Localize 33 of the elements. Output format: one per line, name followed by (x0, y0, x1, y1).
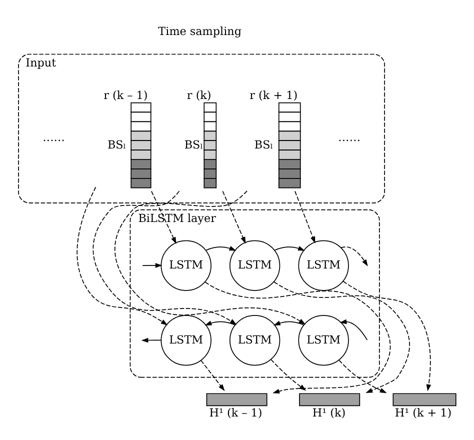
node-label: r (k + 1) (250, 88, 298, 102)
node-label: H¹ (k) (312, 406, 346, 419)
arrow (273, 320, 304, 325)
arrow (222, 190, 246, 244)
node-label: BSₗ (254, 138, 273, 151)
node-label: r (k – 1) (104, 88, 148, 102)
node-label: BSₗ (184, 138, 203, 151)
node-label: H¹ (k – 1) (209, 406, 262, 419)
node-label: H¹ (k + 1) (394, 406, 452, 419)
arrow (274, 280, 410, 392)
arrow (274, 246, 305, 250)
arrow (141, 337, 162, 342)
arrow (342, 280, 432, 391)
node-label: r (k) (186, 88, 212, 102)
arrow (92, 190, 237, 324)
arrow (200, 360, 225, 391)
node-circle: LSTM (160, 240, 212, 290)
arrow (270, 358, 306, 390)
label: Time sampling (158, 24, 242, 38)
arrow (294, 190, 316, 243)
arrow (206, 246, 236, 250)
arrow (338, 359, 387, 393)
arrow (340, 318, 368, 340)
arrow (142, 262, 162, 268)
arrow (204, 281, 391, 394)
arrow (76, 186, 168, 325)
arrow (151, 190, 176, 244)
arrow (114, 190, 306, 324)
arrow (204, 320, 236, 325)
arrow (340, 246, 368, 266)
label: …… (338, 130, 360, 144)
label: …… (42, 130, 65, 144)
node-label: BSₗ (107, 138, 126, 151)
